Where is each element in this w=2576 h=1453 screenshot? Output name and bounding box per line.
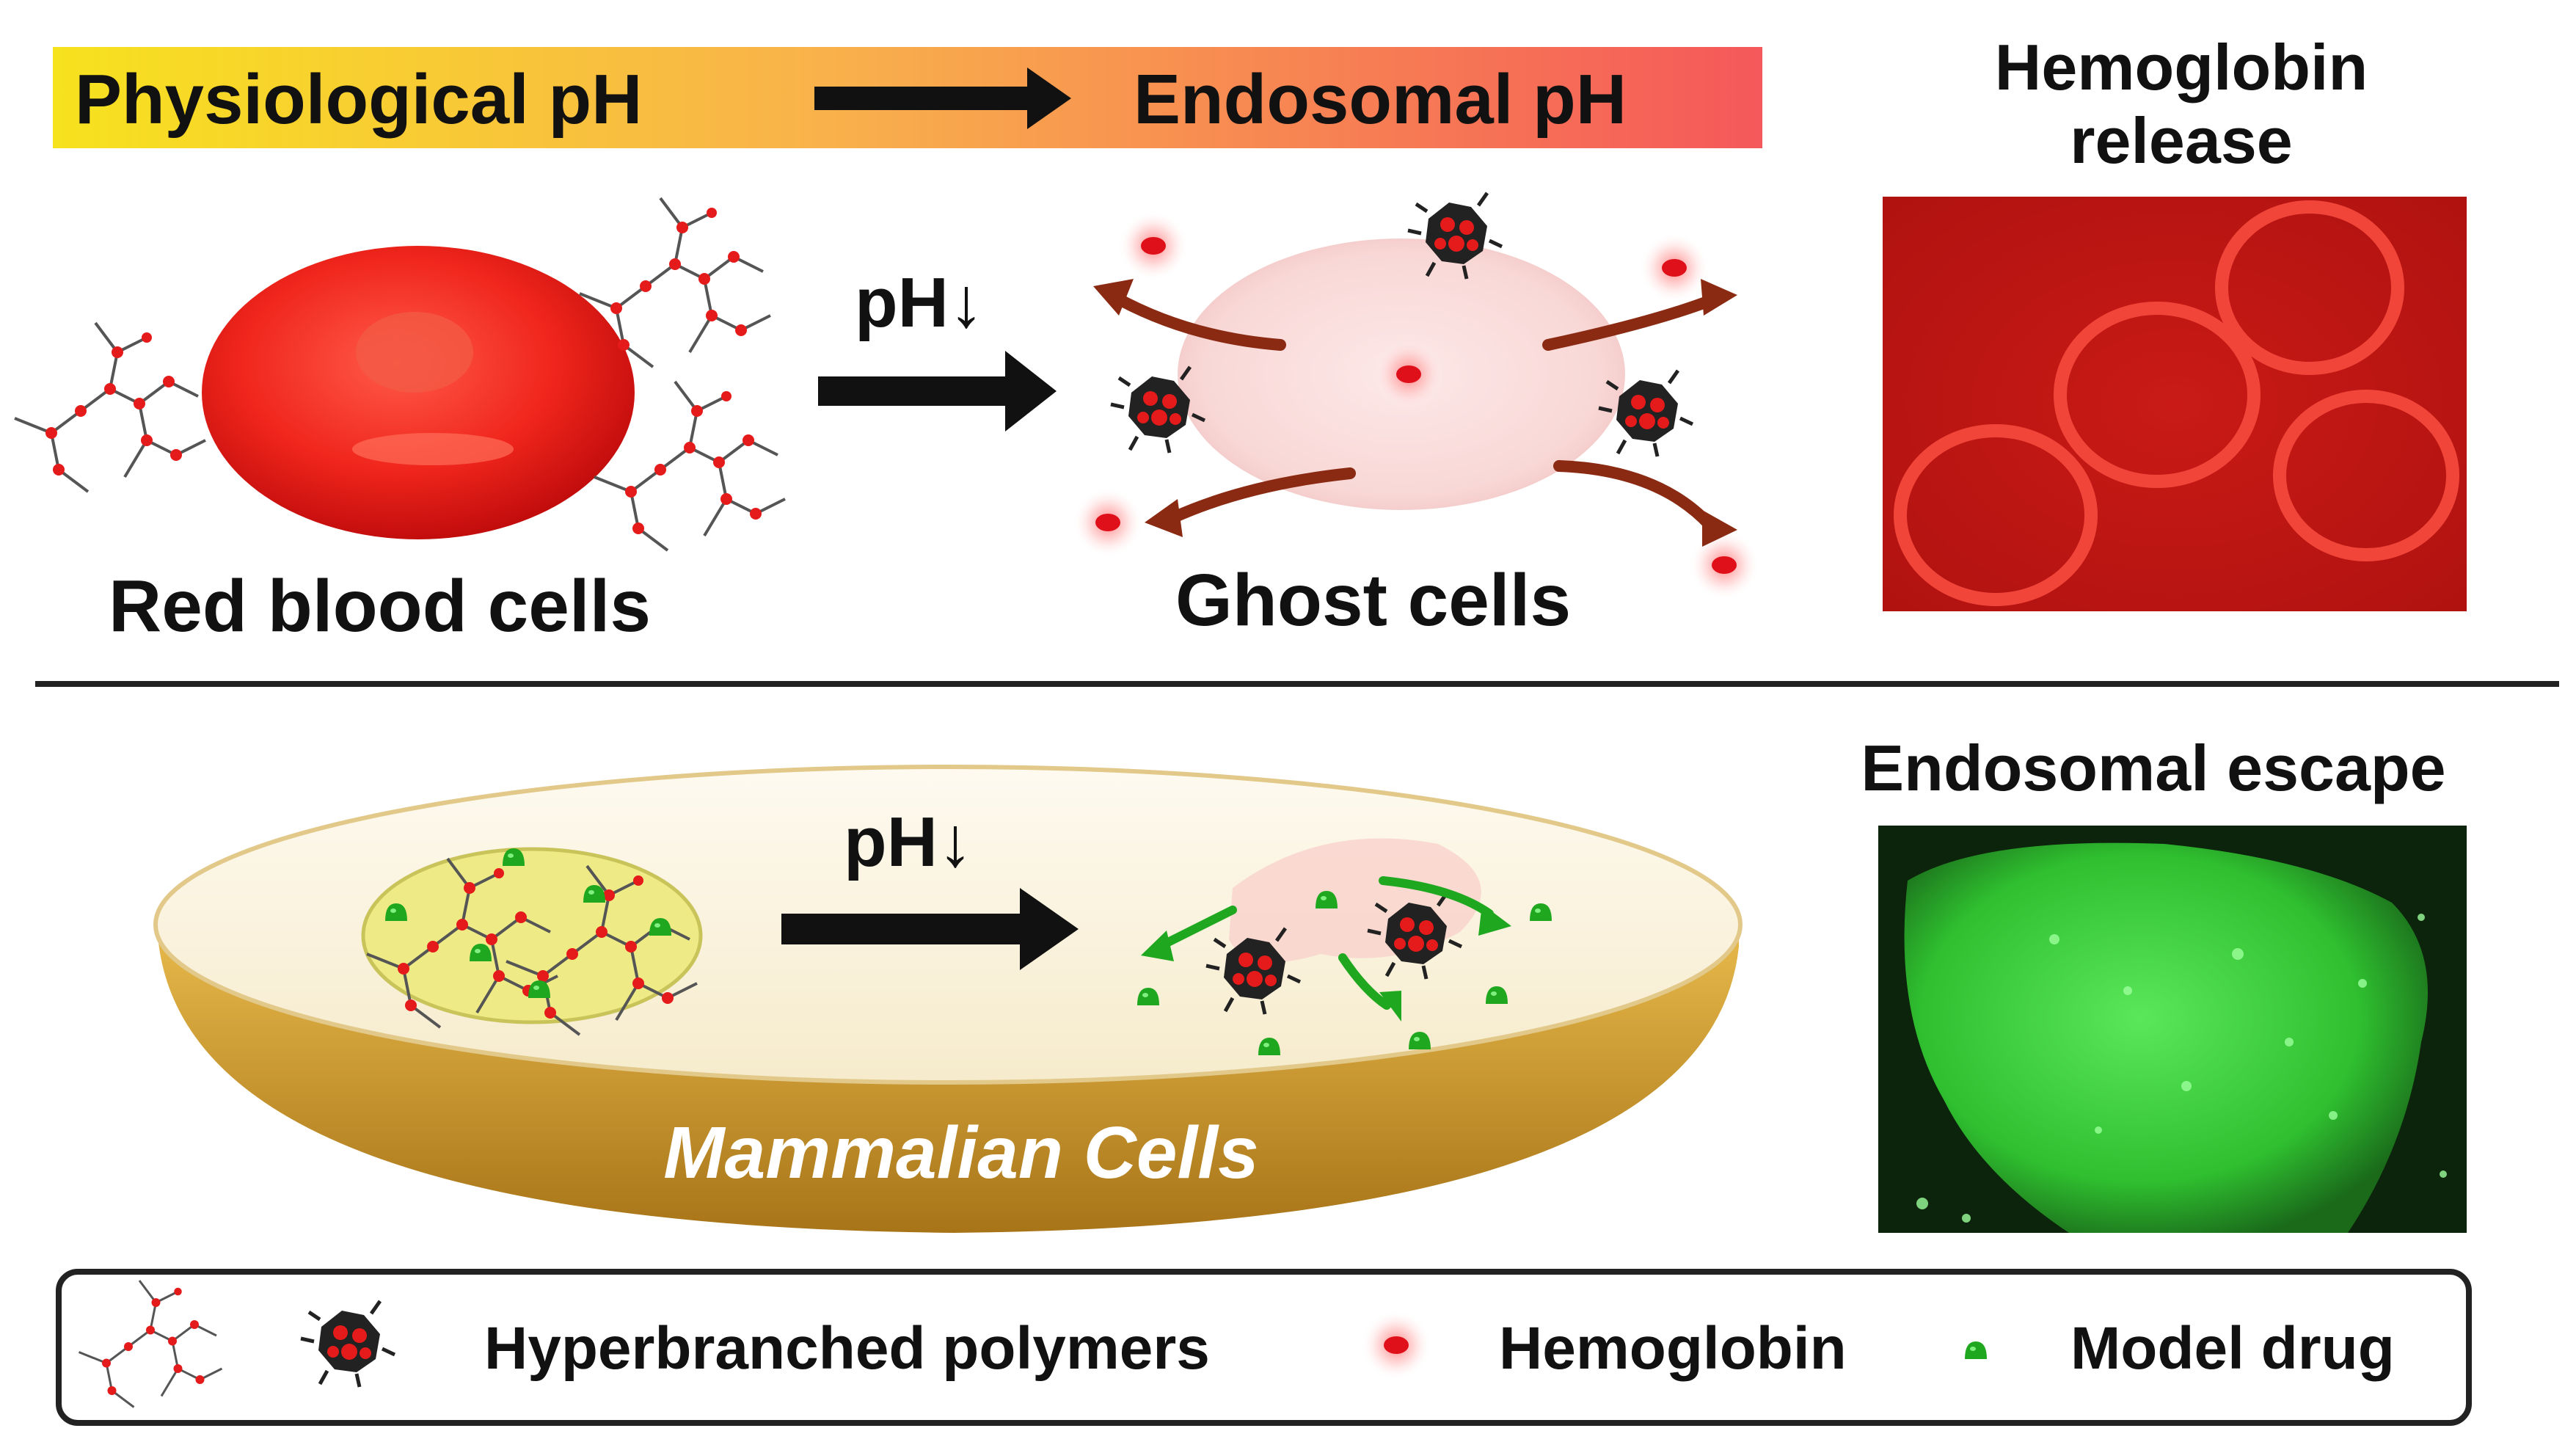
polymer-icon [13,321,207,493]
hemoglobin-release-title-line2: release [2070,104,2292,177]
ph-drop-label-bottom: pH↓ [844,803,973,881]
endosomal-escape-microscopy-image [1878,826,2467,1233]
physiological-ph-label: Physiological pH [75,60,642,139]
legend-box [56,1269,2472,1426]
hemoglobin-release-title-line1: Hemoglobin [1995,31,2368,103]
hemoglobin-icon [1689,530,1759,600]
arrow-icon [1093,279,1737,547]
arrow-icon [814,68,1071,129]
hemoglobin-microscopy-image [1883,197,2467,611]
arrow-icon [781,888,1079,970]
ph-drop-label: pH↓ [855,263,984,342]
hemoglobin-icon [1118,211,1189,281]
hemoglobin-icon [1373,339,1444,409]
legend-polymers-label: Hyperbranched polymers [484,1315,1210,1382]
endosomal-escape-title: Endosomal escape [1861,732,2445,804]
legend-hemoglobin-label: Hemoglobin [1499,1315,1847,1382]
endosomal-ph-label: Endosomal pH [1134,60,1627,139]
legend-drug-label: Model drug [2070,1315,2395,1382]
mammalian-cells-label: Mammalian Cells [663,1112,1258,1194]
rbc-label: Red blood cells [109,565,651,647]
panel-divider [35,681,2559,687]
legend-hemoglobin-icon [1361,1310,1431,1380]
red-blood-cell [202,246,635,539]
arrow-icon [1141,904,1511,1022]
hemoglobin-icon [1639,233,1710,303]
hemoglobin-icon [1073,487,1143,558]
ghost-cells-label: Ghost cells [1175,559,1571,641]
release-arrows [1109,291,1715,531]
arrow-icon [818,351,1057,431]
